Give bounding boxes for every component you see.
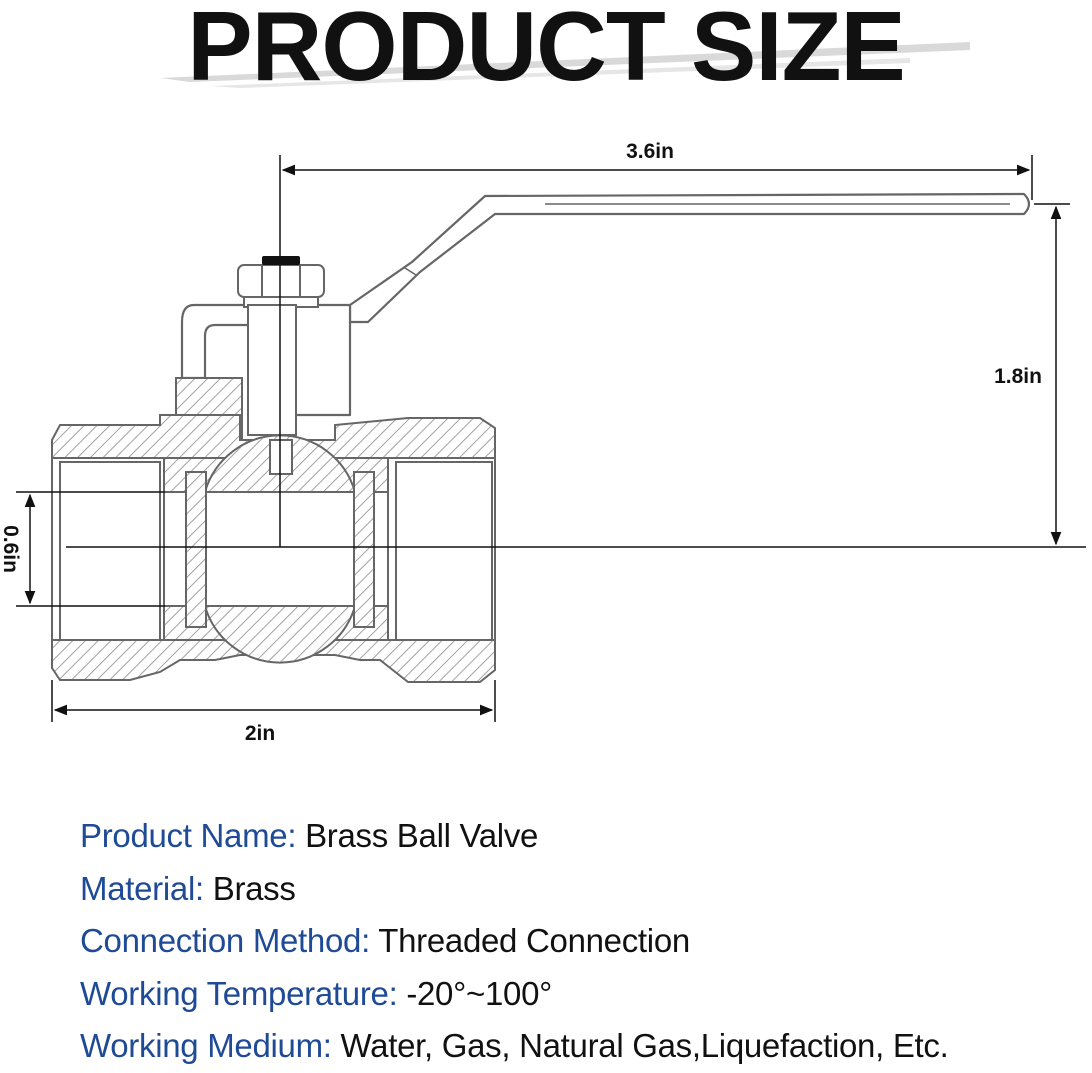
spec-label: Connection Method [80, 922, 362, 959]
valve-diagram: 3.6in 1.8in 0.6in 2in [0, 140, 1086, 745]
spec-label: Product Name [80, 817, 288, 854]
spec-row-working-medium: Working Medium: Water, Gas, Natural Gas,… [80, 1020, 1080, 1073]
spec-separator: : [322, 1027, 341, 1064]
spec-separator: : [194, 869, 213, 907]
spec-row-working-temperature: Working Temperature: -20°~100° [80, 968, 1080, 1021]
spec-value: Water, Gas, Natural Gas,Liquefaction, Et… [340, 1027, 949, 1064]
title-swoosh-decoration [160, 42, 970, 88]
dimension-label-handle-length: 3.6in [626, 140, 674, 163]
spec-row-material: Material: Brass [80, 863, 1080, 916]
center-lines [66, 155, 1086, 548]
spec-list: Product Name: Brass Ball Valve Material:… [80, 810, 1080, 1073]
spec-value: -20°~100° [406, 974, 553, 1012]
spec-label: Working Temperature [80, 974, 389, 1012]
spec-separator: : [388, 974, 407, 1012]
spec-label: Material [80, 869, 195, 907]
spec-value: Brass Ball Valve [305, 817, 539, 854]
dimension-label-bore: 0.6in [0, 525, 22, 573]
page-title: PRODUCT SIZE [187, 0, 906, 101]
stem-nut [237, 256, 325, 308]
valve-stem [247, 304, 297, 436]
dimension-label-height: 1.8in [994, 365, 1042, 388]
spec-separator: : [287, 817, 306, 854]
dimension-bore [16, 491, 165, 607]
spec-value: Threaded Connection [378, 922, 690, 959]
valve-handle [180, 192, 1031, 417]
threaded-ends [51, 457, 496, 641]
dimension-body-length [51, 680, 496, 722]
spec-row-connection-method: Connection Method: Threaded Connection [80, 915, 1080, 968]
spec-value: Brass [212, 869, 296, 907]
dimension-handle-length [281, 155, 1033, 200]
spec-separator: : [361, 922, 379, 959]
spec-label: Working Medium [80, 1027, 323, 1064]
spec-row-product-name: Product Name: Brass Ball Valve [80, 810, 1080, 863]
dimension-label-body-length: 2in [245, 722, 275, 745]
dimension-height [1034, 203, 1070, 546]
valve-seats [185, 471, 375, 628]
